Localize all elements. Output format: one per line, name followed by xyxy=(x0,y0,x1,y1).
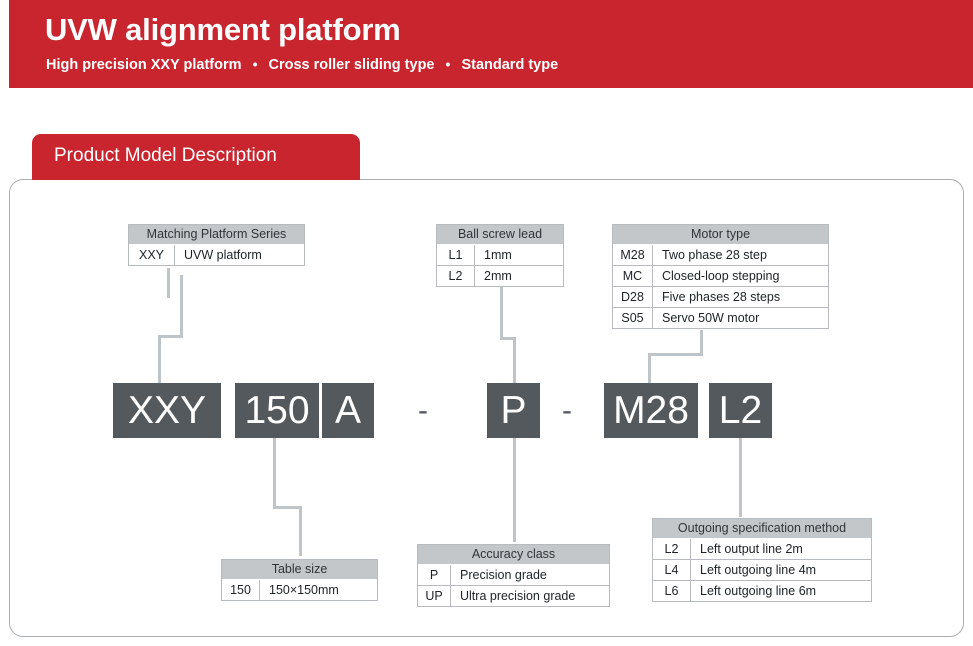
table-header-ball-screw-lead: Ball screw lead xyxy=(437,225,563,245)
connector-m28-segment-bottom xyxy=(648,353,651,385)
table-row: XXY UVW platform xyxy=(129,245,304,265)
cell-desc: 2mm xyxy=(484,269,512,283)
subtitle-part-1: High precision XXY platform xyxy=(46,57,242,73)
page-header-banner: UVW alignment platform High precision XX… xyxy=(9,0,973,88)
section-tab-product-model-description: Product Model Description xyxy=(32,134,360,180)
cell-desc: Closed-loop stepping xyxy=(662,269,780,283)
table-header-table-size: Table size xyxy=(222,560,377,580)
page-title: UVW alignment platform xyxy=(45,12,401,47)
cell-code: L1 xyxy=(437,245,475,265)
table-header-outgoing-specification-method: Outgoing specification method xyxy=(653,519,871,539)
model-code-dash-1: - xyxy=(418,394,428,427)
cell-code: MC xyxy=(613,266,653,286)
table-header-accuracy-class: Accuracy class xyxy=(418,545,609,565)
table-row: L4 Left outgoing line 4m xyxy=(653,560,871,581)
table-header-motor-type: Motor type xyxy=(613,225,828,245)
cell-desc: Ultra precision grade xyxy=(460,589,576,603)
cell-desc: Left output line 2m xyxy=(700,542,803,556)
connector-p-down xyxy=(513,437,516,542)
model-code-dash-2: - xyxy=(562,394,572,427)
connector-m28-segment-top xyxy=(700,330,703,356)
table-ball-screw-lead: Ball screw lead L1 1mm L2 2mm xyxy=(436,224,564,287)
connector-150-segment-bottom xyxy=(299,506,302,556)
cell-desc: 1mm xyxy=(484,248,512,262)
cell-code: P xyxy=(418,565,451,585)
connector-xxy-segment-mid xyxy=(180,275,183,338)
subtitle-separator-icon: • xyxy=(445,56,451,72)
table-row: L6 Left outgoing line 6m xyxy=(653,581,871,601)
subtitle-part-2: Cross roller sliding type xyxy=(268,57,435,73)
connector-p-segment-bottom xyxy=(513,337,516,385)
model-code-block-motor: M28 xyxy=(604,383,698,438)
model-code-block-outgoing: L2 xyxy=(709,383,772,438)
model-code-block-variant: A xyxy=(322,383,374,438)
table-row: L2 2mm xyxy=(437,266,563,286)
table-matching-platform-series: Matching Platform Series XXY UVW platfor… xyxy=(128,224,305,266)
cell-code: L4 xyxy=(653,560,691,580)
connector-xxy-segment-bottom xyxy=(158,335,161,385)
table-row: 150 150×150mm xyxy=(222,580,377,600)
model-code-block-accuracy: P xyxy=(487,383,540,438)
cell-code: L2 xyxy=(653,539,691,559)
connector-150-segment-top xyxy=(273,437,276,508)
subtitle-part-3: Standard type xyxy=(461,57,559,73)
cell-desc: Five phases 28 steps xyxy=(662,290,781,304)
cell-code: XXY xyxy=(129,245,175,265)
cell-desc: Left outgoing line 6m xyxy=(700,584,817,598)
cell-code: UP xyxy=(418,586,451,606)
table-accuracy-class: Accuracy class P Precision grade UP Ultr… xyxy=(417,544,610,607)
cell-desc: 150×150mm xyxy=(269,583,339,597)
cell-code: M28 xyxy=(613,245,653,265)
connector-p-segment-top xyxy=(500,287,503,339)
subtitle-separator-icon: • xyxy=(252,56,258,72)
connector-150-elbow xyxy=(273,506,301,509)
table-row: MC Closed-loop stepping xyxy=(613,266,828,287)
table-row: M28 Two phase 28 step xyxy=(613,245,828,266)
connector-xxy-segment-top xyxy=(167,268,170,298)
cell-code: 150 xyxy=(222,580,260,600)
table-row: S05 Servo 50W motor xyxy=(613,308,828,328)
cell-desc: UVW platform xyxy=(184,248,262,262)
connector-m28-elbow xyxy=(648,353,703,356)
cell-code: L6 xyxy=(653,581,691,601)
table-row: L1 1mm xyxy=(437,245,563,266)
section-tab-label: Product Model Description xyxy=(54,145,277,166)
table-header-matching-platform-series: Matching Platform Series xyxy=(129,225,304,245)
cell-desc: Two phase 28 step xyxy=(662,248,767,262)
model-code-block-table-size: 150 xyxy=(235,383,319,438)
connector-p-elbow xyxy=(500,337,516,340)
cell-code: D28 xyxy=(613,287,653,307)
page-subtitle: High precision XXY platform • Cross roll… xyxy=(46,56,558,73)
table-outgoing-specification-method: Outgoing specification method L2 Left ou… xyxy=(652,518,872,602)
table-row: P Precision grade xyxy=(418,565,609,586)
model-code-block-series: XXY xyxy=(113,383,221,438)
table-row: UP Ultra precision grade xyxy=(418,586,609,606)
table-row: D28 Five phases 28 steps xyxy=(613,287,828,308)
table-table-size: Table size 150 150×150mm xyxy=(221,559,378,601)
cell-code: L2 xyxy=(437,266,475,286)
cell-desc: Left outgoing line 4m xyxy=(700,563,817,577)
cell-code: S05 xyxy=(613,308,653,328)
connector-l2-down xyxy=(739,437,742,517)
cell-desc: Servo 50W motor xyxy=(662,311,760,325)
table-row: L2 Left output line 2m xyxy=(653,539,871,560)
table-motor-type: Motor type M28 Two phase 28 step MC Clos… xyxy=(612,224,829,329)
cell-desc: Precision grade xyxy=(460,568,547,582)
connector-xxy-elbow xyxy=(158,335,183,338)
